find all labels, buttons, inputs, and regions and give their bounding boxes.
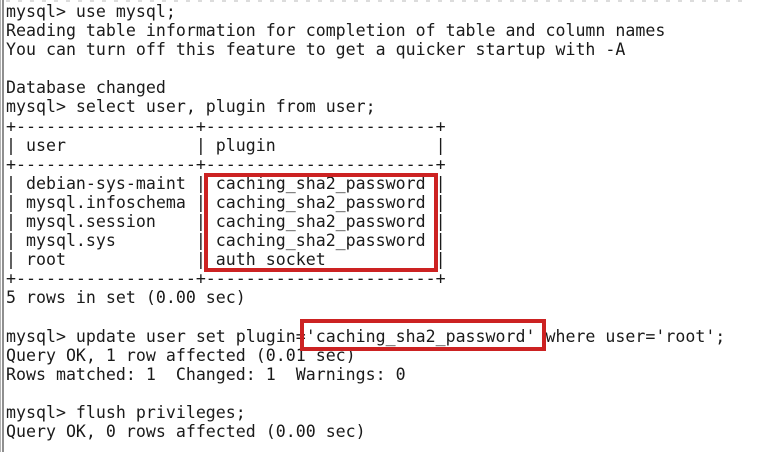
- terminal-line: mysql> use mysql;: [6, 2, 176, 21]
- terminal-line: Query OK, 0 rows affected (0.00 sec): [6, 422, 366, 442]
- terminal-line: mysql> update user set plugin='caching_s…: [6, 326, 726, 346]
- terminal-line: +------------------+--------------------…: [6, 116, 446, 136]
- terminal-line: mysql> flush privileges;: [6, 402, 246, 422]
- terminal-line: | mysql.sys | caching_sha2_password |: [6, 231, 446, 251]
- terminal-output[interactable]: mysql> use mysql;Reading table informati…: [6, 2, 725, 441]
- terminal-line: Query OK, 1 row affected (0.01 sec): [6, 345, 356, 365]
- terminal-line: You can turn off this feature to get a q…: [6, 40, 626, 60]
- terminal-line: | root | auth_socket |: [6, 250, 446, 270]
- window-left-border-inner: [2, 0, 4, 452]
- terminal-line: +------------------+--------------------…: [6, 154, 446, 174]
- terminal-line: mysql> select user, plugin from user;: [6, 97, 376, 117]
- terminal-line: Database changed: [6, 78, 166, 98]
- terminal-line: 5 rows in set (0.00 sec): [6, 288, 246, 308]
- terminal-line: +------------------+--------------------…: [6, 269, 446, 289]
- terminal-line: | mysql.infoschema | caching_sha2_passwo…: [6, 192, 446, 212]
- terminal-line: Rows matched: 1 Changed: 1 Warnings: 0: [6, 364, 406, 384]
- terminal-line: [6, 308, 725, 327]
- terminal-line: | mysql.session | caching_sha2_password …: [6, 212, 446, 232]
- terminal-line: [6, 59, 725, 78]
- window-left-border-outer: [0, 0, 1, 452]
- terminal-line: | user | plugin |: [6, 135, 446, 155]
- clipped-previous-line: [6, 0, 750, 2]
- terminal-line: [6, 384, 725, 403]
- terminal-line: Reading table information for completion…: [6, 21, 666, 41]
- terminal-line: | debian-sys-maint | caching_sha2_passwo…: [6, 173, 446, 193]
